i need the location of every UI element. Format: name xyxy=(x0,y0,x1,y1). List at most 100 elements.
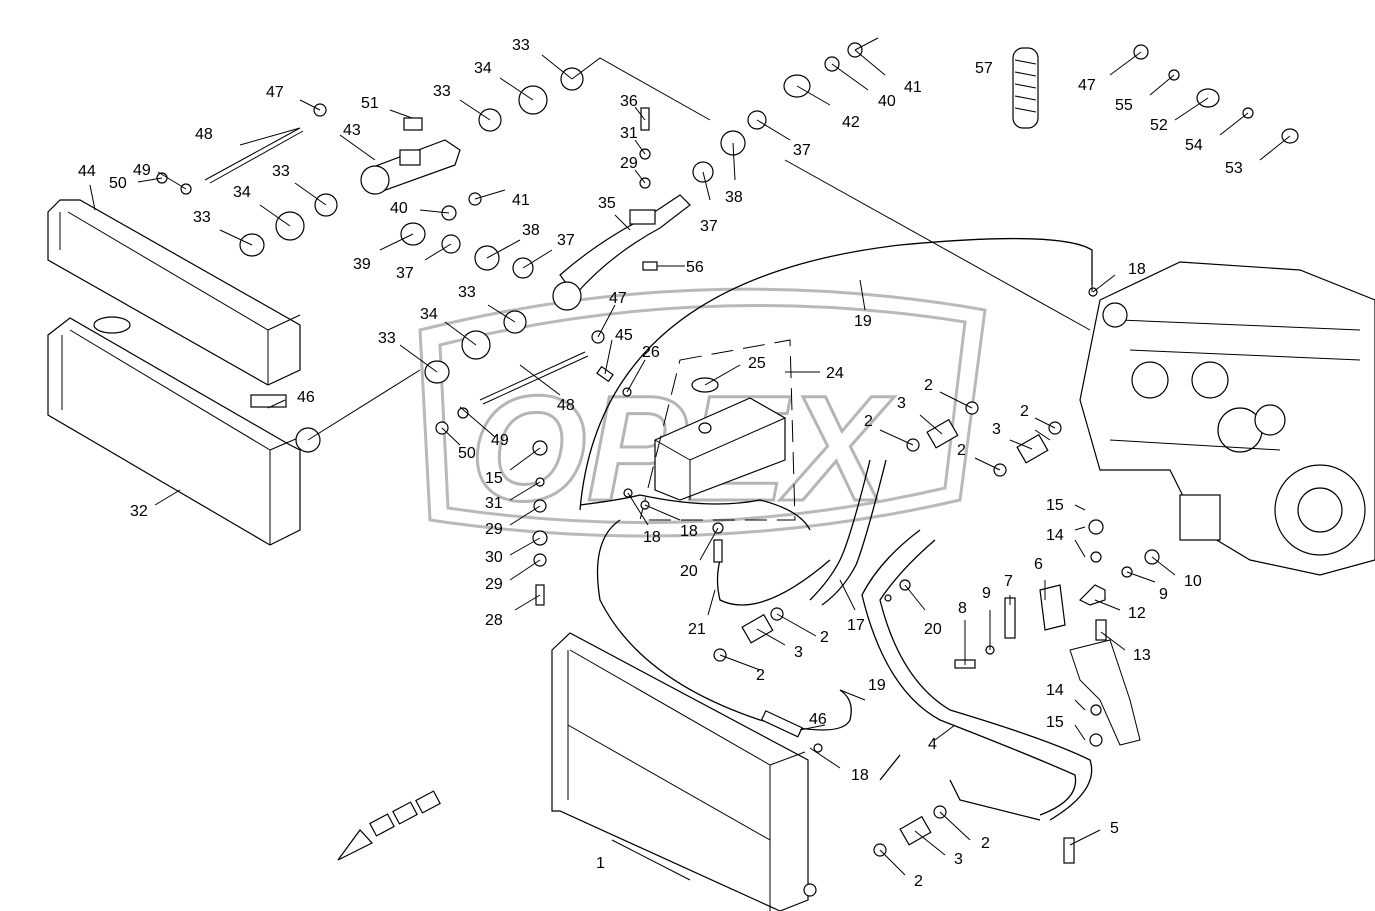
callout-43: 43 xyxy=(343,122,361,139)
callout-38: 38 xyxy=(725,189,743,206)
callout-7: 7 xyxy=(1004,573,1013,590)
callout-labels: 1 2 2 2 2 2 2 2 2 3 3 3 3 4 5 6 7 8 9 9 … xyxy=(78,37,1243,890)
callout-38: 38 xyxy=(522,222,540,239)
callout-42: 42 xyxy=(842,114,860,131)
callout-49: 49 xyxy=(491,432,509,449)
callout-47: 47 xyxy=(266,84,284,101)
callout-10: 10 xyxy=(1184,573,1202,590)
callout-34: 34 xyxy=(420,306,438,323)
callout-2: 2 xyxy=(864,413,873,430)
callout-49: 49 xyxy=(133,162,151,179)
direction-arrow-icon xyxy=(337,790,441,861)
callout-51: 51 xyxy=(361,95,379,112)
callout-2: 2 xyxy=(924,377,933,394)
callout-3: 3 xyxy=(992,421,1001,438)
radiator-1 xyxy=(551,632,817,911)
callout-15: 15 xyxy=(485,470,503,487)
callout-56: 56 xyxy=(686,259,704,276)
callout-24: 24 xyxy=(826,365,844,382)
intake-pipe-43 xyxy=(360,139,461,195)
callout-37: 37 xyxy=(700,218,718,235)
leader-lines xyxy=(89,37,1291,881)
callout-20: 20 xyxy=(924,621,942,638)
callout-31: 31 xyxy=(485,495,503,512)
callout-36: 36 xyxy=(620,93,638,110)
callout-35: 35 xyxy=(598,195,616,212)
callout-39: 39 xyxy=(353,256,371,273)
callout-47: 47 xyxy=(1078,77,1096,94)
callout-57: 57 xyxy=(975,60,993,77)
callout-3: 3 xyxy=(897,395,906,412)
callout-20: 20 xyxy=(680,563,698,580)
callout-54: 54 xyxy=(1185,137,1203,154)
callout-17: 17 xyxy=(847,617,865,634)
callout-18: 18 xyxy=(1128,261,1146,278)
callout-55: 55 xyxy=(1115,97,1133,114)
callout-15: 15 xyxy=(1046,497,1064,514)
callout-33: 33 xyxy=(458,284,476,301)
callout-44: 44 xyxy=(78,163,96,180)
callout-14: 14 xyxy=(1046,527,1064,544)
hoses xyxy=(579,237,1093,821)
callout-26: 26 xyxy=(642,344,660,361)
callout-45: 45 xyxy=(615,327,633,344)
callout-33: 33 xyxy=(512,37,530,54)
intercooler-32 xyxy=(47,316,321,546)
callout-29: 29 xyxy=(485,576,503,593)
callout-34: 34 xyxy=(474,60,492,77)
callout-4: 4 xyxy=(928,736,937,753)
callout-37: 37 xyxy=(396,265,414,282)
callout-12: 12 xyxy=(1128,605,1146,622)
callout-32: 32 xyxy=(130,503,148,520)
callout-14: 14 xyxy=(1046,682,1064,699)
callout-37: 37 xyxy=(793,142,811,159)
callout-13: 13 xyxy=(1133,647,1151,664)
callout-9: 9 xyxy=(1159,586,1168,603)
callout-5: 5 xyxy=(1110,820,1119,837)
callout-1: 1 xyxy=(596,855,605,872)
callout-41: 41 xyxy=(512,192,530,209)
callout-33: 33 xyxy=(272,163,290,180)
callout-3: 3 xyxy=(954,851,963,868)
callout-2: 2 xyxy=(981,835,990,852)
callout-48: 48 xyxy=(195,126,213,143)
callout-40: 40 xyxy=(390,200,408,217)
callout-53: 53 xyxy=(1225,160,1243,177)
callout-41: 41 xyxy=(904,79,922,96)
callout-3: 3 xyxy=(794,644,803,661)
callout-37: 37 xyxy=(557,232,575,249)
callout-19: 19 xyxy=(868,677,886,694)
intercooler-44 xyxy=(47,199,301,386)
coolant-pipe-35 xyxy=(552,194,691,311)
callout-30: 30 xyxy=(485,549,503,566)
callout-18: 18 xyxy=(851,767,869,784)
callout-15: 15 xyxy=(1046,714,1064,731)
callout-48: 48 xyxy=(557,397,575,414)
callout-52: 52 xyxy=(1150,117,1168,134)
callout-2: 2 xyxy=(820,629,829,646)
callout-33: 33 xyxy=(378,330,396,347)
callout-25: 25 xyxy=(748,355,766,372)
callout-31: 31 xyxy=(620,125,638,142)
callout-50: 50 xyxy=(458,445,476,462)
callout-33: 33 xyxy=(433,83,451,100)
callout-50: 50 xyxy=(109,175,127,192)
callout-21: 21 xyxy=(688,621,706,638)
callout-2: 2 xyxy=(1020,403,1029,420)
callout-6: 6 xyxy=(1034,556,1043,573)
callout-29: 29 xyxy=(620,155,638,172)
callout-46: 46 xyxy=(297,389,315,406)
callout-2: 2 xyxy=(756,667,765,684)
callout-9: 9 xyxy=(982,585,991,602)
callout-8: 8 xyxy=(958,600,967,617)
callout-18: 18 xyxy=(680,523,698,540)
callout-46: 46 xyxy=(809,711,827,728)
callout-34: 34 xyxy=(233,184,251,201)
callout-18: 18 xyxy=(643,529,661,546)
callout-2: 2 xyxy=(914,873,923,890)
engine-block xyxy=(1079,261,1375,576)
small-hardware xyxy=(156,103,1160,864)
callout-47: 47 xyxy=(609,290,627,307)
callout-28: 28 xyxy=(485,612,503,629)
